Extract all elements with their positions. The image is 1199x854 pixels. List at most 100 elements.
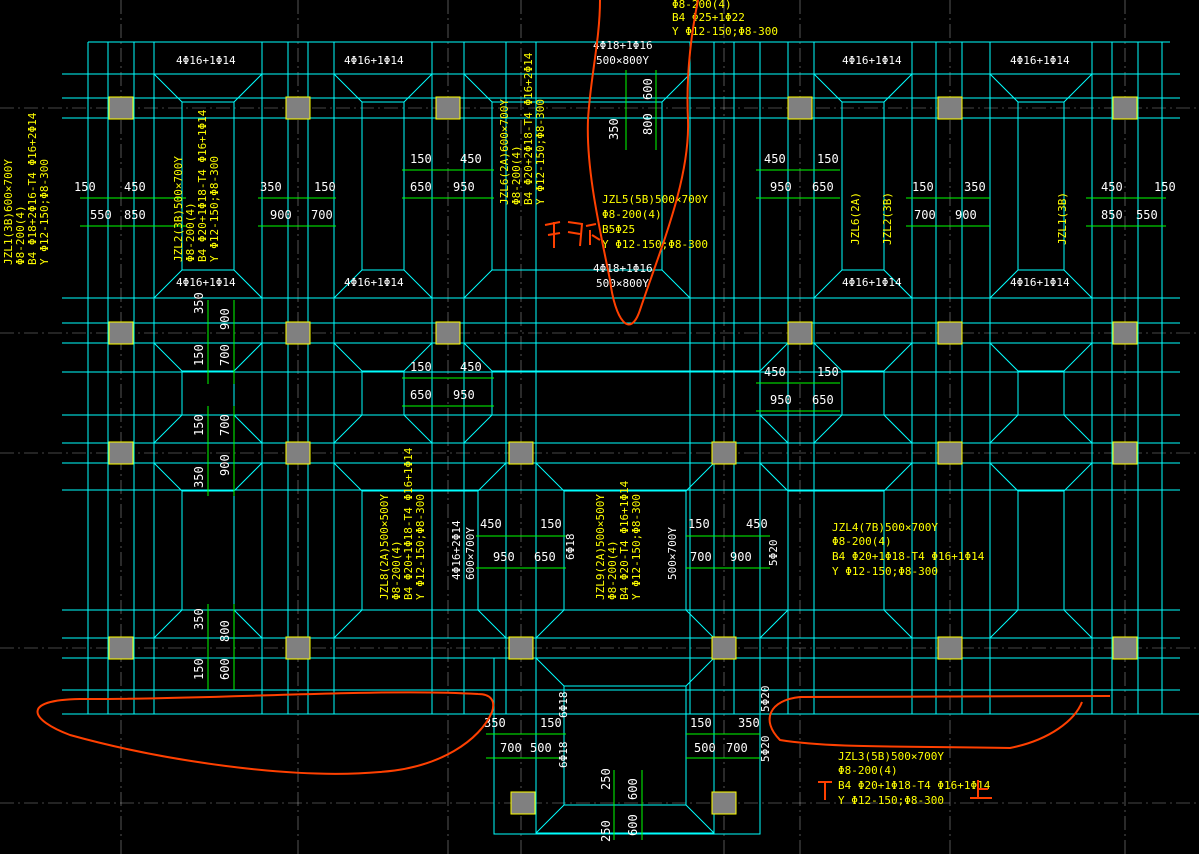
footing-chamfer: [813, 269, 843, 299]
svg-text:Φ8-200(4): Φ8-200(4): [606, 540, 619, 600]
dim-h700: 700: [218, 414, 232, 436]
jzl4-line-3: B4 Φ20+1Φ18-T4 Φ16+1Φ14: [832, 550, 985, 563]
footing-chamfer: [477, 609, 507, 639]
footing-chamfer: [477, 462, 507, 492]
column-marker: [937, 441, 963, 465]
jzl1-left-note: JZL1(3B)600×700Y Φ8-200(4) B4 Φ18+2Φ16-T…: [2, 112, 51, 265]
dim-m350: 350: [192, 608, 206, 630]
footing-chamfer: [989, 269, 1019, 299]
footing-chamfer: [153, 73, 183, 103]
dimension-lines: [80, 70, 1166, 840]
dim-l450: 450: [746, 517, 768, 531]
jzl3-line-3: B4 Φ20+1Φ18-T4 Φ16+1Φ14: [838, 779, 991, 792]
dim-v350: 350: [607, 118, 621, 140]
dim-h900: 900: [218, 454, 232, 476]
rebar-label-mid-1: 4Φ16+1Φ14: [176, 276, 236, 289]
dim-n350: 350: [484, 716, 506, 730]
footing-chamfer: [685, 657, 715, 687]
footing-chamfer: [233, 342, 263, 372]
jzl8-side-note: 4Φ16+2Φ14 600×700Y: [450, 520, 477, 580]
svg-text:4Φ16+2Φ14: 4Φ16+2Φ14: [450, 520, 463, 580]
dim-a550: 550: [90, 208, 112, 222]
footing-panel-outer: [813, 73, 913, 299]
footing-chamfer: [685, 462, 715, 492]
dim-l900: 900: [730, 550, 752, 564]
footing-panel-outer: [813, 342, 913, 444]
svg-text:B4 Φ20+1Φ18-T4 Φ16+1Φ14: B4 Φ20+1Φ18-T4 Φ16+1Φ14: [402, 447, 415, 600]
footing-chamfer: [403, 414, 433, 444]
dim-b700: 700: [311, 208, 333, 222]
footing-chamfer: [535, 462, 565, 492]
dim-k950: 950: [493, 550, 515, 564]
footing-panel-inner: [841, 370, 885, 416]
dim-n500: 500: [530, 741, 552, 755]
rebar-label-top-4: 4Φ16+1Φ14: [1010, 54, 1070, 67]
svg-text:JZL9(2A)500×500Y: JZL9(2A)500×500Y: [594, 494, 607, 600]
dim-k150: 150: [540, 517, 562, 531]
footing-panel-inner: [361, 101, 405, 271]
footing-chamfer: [233, 462, 263, 492]
dim-e700: 700: [914, 208, 936, 222]
footing-chamfer: [333, 73, 363, 103]
dim-f450: 450: [1101, 180, 1123, 194]
footing-chamfer: [333, 342, 363, 372]
footing-chamfer: [153, 269, 183, 299]
dim-c950: 950: [453, 180, 475, 194]
dim-d150: 150: [817, 152, 839, 166]
jzl3-line-4: Y Φ12-150;Φ8-300: [838, 794, 944, 807]
footing-panel-outer: [333, 462, 507, 639]
footing-chamfer: [989, 462, 1019, 492]
footing-chamfer: [333, 462, 363, 492]
svg-text:Y Φ12-150;Φ8-300: Y Φ12-150;Φ8-300: [414, 494, 427, 600]
jzl4-line-1: JZL4(7B)500×700Y: [832, 521, 938, 534]
footing-chamfer: [463, 414, 493, 444]
footing-chamfer: [333, 414, 363, 444]
footing-chamfer: [233, 414, 263, 444]
footing-chamfer: [759, 609, 789, 639]
column-marker: [711, 636, 737, 660]
footing-panel-inner: [361, 370, 405, 416]
column-marker: [285, 636, 311, 660]
dim-e150: 150: [912, 180, 934, 194]
dim-b900: 900: [270, 208, 292, 222]
footing-panel-inner: [787, 490, 885, 611]
jzl8-note: JZL8(2A)500×500Y Φ8-200(4) B4 Φ20+1Φ18-T…: [378, 447, 427, 600]
dim-l150: 150: [688, 517, 710, 531]
footing-chamfer: [883, 269, 913, 299]
footing-panel-inner: [841, 101, 885, 271]
footing-panel-inner: [1017, 490, 1065, 611]
column-marker: [787, 321, 813, 345]
dim-m600: 600: [218, 658, 232, 680]
footing-chamfer: [233, 269, 263, 299]
note-top-frag-3: Y Φ12-150;Φ8-300: [672, 25, 778, 38]
footing-panel-inner: [181, 490, 235, 611]
footing-panel-inner: [181, 101, 235, 271]
footing-panel-outer: [333, 342, 433, 444]
column-markers: [108, 96, 1138, 815]
footing-panel-inner: [1017, 101, 1065, 271]
svg-text:JZL6(2A)600×700Y: JZL6(2A)600×700Y: [498, 99, 511, 205]
jzl9-side-note: 500×700Y: [666, 527, 679, 580]
footing-chamfer: [813, 414, 843, 444]
dim-l700: 700: [690, 550, 712, 564]
svg-text:600×700Y: 600×700Y: [464, 527, 477, 580]
column-marker: [285, 321, 311, 345]
footing-chamfer: [661, 73, 691, 103]
dim-j450: 450: [764, 365, 786, 379]
dim-k650: 650: [534, 550, 556, 564]
dim-f850: 850: [1101, 208, 1123, 222]
footing-chamfer: [403, 342, 433, 372]
dim-f150: 150: [1154, 180, 1176, 194]
rebar-label-top-1: 4Φ16+1Φ14: [176, 54, 236, 67]
footing-chamfer: [883, 462, 913, 492]
dim-h350: 350: [192, 466, 206, 488]
column-marker: [108, 441, 134, 465]
dim-m800: 800: [218, 620, 232, 642]
dim-a150: 150: [74, 180, 96, 194]
jzl5-line-3: B5Φ25: [602, 223, 635, 236]
dim-o350: 350: [738, 716, 760, 730]
footing-chamfer: [463, 269, 493, 299]
jzl5-line-1: JZL5(5B)500×700Y: [602, 193, 708, 206]
dim-b350: 350: [260, 180, 282, 194]
